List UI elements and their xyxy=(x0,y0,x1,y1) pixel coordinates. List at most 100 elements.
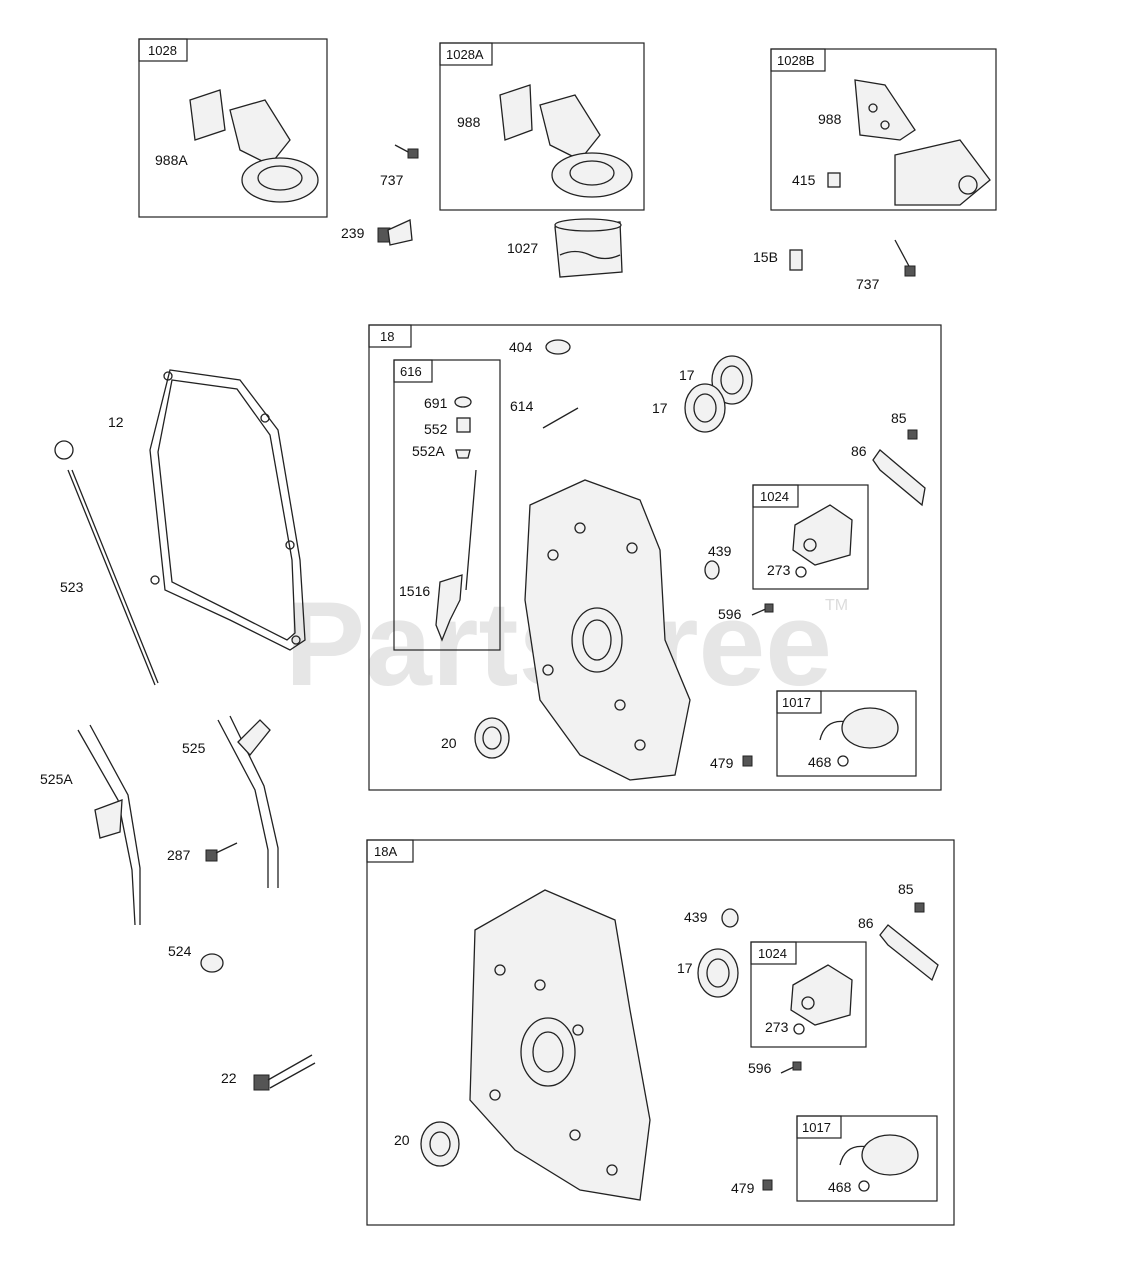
oil-pickup-part-18a xyxy=(839,1134,919,1176)
dipstick-523 xyxy=(54,440,159,686)
bolt-737 xyxy=(394,144,419,159)
group-1028-tag: 1028 xyxy=(148,43,177,58)
group-1024-tag: 1024 xyxy=(760,489,789,504)
oil-pickup-part xyxy=(819,707,899,749)
oil-pressure-sensor-239 xyxy=(377,219,413,246)
bolt-287 xyxy=(205,842,238,862)
label-988-a: 988 xyxy=(457,114,481,130)
group-1024[interactable]: 1024 xyxy=(752,484,869,590)
seal-404 xyxy=(545,339,571,355)
oil-pump-part-18a xyxy=(790,964,853,1026)
label-15b: 15B xyxy=(753,249,778,265)
bearing-17-bottom xyxy=(684,383,726,433)
group-1028a[interactable]: 1028A xyxy=(439,42,645,211)
oil-filter-adapter-part xyxy=(189,89,319,203)
label-737-second: 737 xyxy=(856,276,880,292)
label-86: 86 xyxy=(851,443,867,459)
governor-shaft xyxy=(465,469,477,591)
label-17-top: 17 xyxy=(679,367,695,383)
label-614: 614 xyxy=(510,398,534,414)
plug-524 xyxy=(200,953,224,973)
label-525: 525 xyxy=(182,740,206,756)
part-15b xyxy=(789,249,803,271)
group-1028b-tag: 1028B xyxy=(777,53,815,68)
label-523: 523 xyxy=(60,579,84,595)
screw-479 xyxy=(742,755,753,767)
crankcase-gasket-12 xyxy=(149,369,306,651)
washer-439-18a xyxy=(721,908,739,928)
label-404: 404 xyxy=(509,339,533,355)
group-1028b[interactable]: 1028B xyxy=(770,48,997,211)
label-12: 12 xyxy=(108,414,124,430)
label-479: 479 xyxy=(710,755,734,771)
label-86-18a: 86 xyxy=(858,915,874,931)
group-616[interactable]: 616 xyxy=(393,359,501,651)
screw-85-18a xyxy=(914,902,925,913)
label-17-18a: 17 xyxy=(677,960,693,976)
label-85-18a: 85 xyxy=(898,881,914,897)
oil-filter-adapter-part xyxy=(499,84,633,198)
label-22: 22 xyxy=(221,1070,237,1086)
group-1017-tag: 1017 xyxy=(782,695,811,710)
label-20: 20 xyxy=(441,735,457,751)
bearing-17-18a xyxy=(697,948,739,998)
o-ring-273-18a xyxy=(793,1023,805,1035)
label-525a: 525A xyxy=(40,771,73,787)
label-552: 552 xyxy=(424,421,448,437)
group-1028a-tag: 1028A xyxy=(446,47,484,62)
screw-596-18a xyxy=(780,1061,802,1074)
dipstick-tube-525a xyxy=(77,724,141,926)
group-1028[interactable]: 1028 xyxy=(138,38,328,218)
group-18a-tag: 18A xyxy=(374,844,397,859)
group-616-tag: 616 xyxy=(400,364,422,379)
label-691: 691 xyxy=(424,395,448,411)
label-273: 273 xyxy=(767,562,791,578)
screw-85 xyxy=(907,429,918,440)
o-ring-468-18a xyxy=(858,1180,870,1192)
crankcase-cover-18a xyxy=(469,889,651,1201)
group-1017[interactable]: 1017 xyxy=(776,690,917,777)
label-439-18a: 439 xyxy=(684,909,708,925)
o-ring-273 xyxy=(795,566,807,578)
seal-20-18a xyxy=(420,1121,460,1167)
pin-614 xyxy=(542,407,579,429)
mounting-bracket-part xyxy=(827,79,991,206)
label-1516: 1516 xyxy=(399,583,430,599)
dipstick-tube-525 xyxy=(217,715,279,888)
cover-86 xyxy=(872,449,926,507)
bearing-17-top xyxy=(711,355,753,405)
o-ring-468 xyxy=(837,755,849,767)
screw-596 xyxy=(751,603,774,616)
oil-pump-part xyxy=(792,504,853,566)
sleeve-552 xyxy=(456,417,471,433)
label-479-18a: 479 xyxy=(731,1180,755,1196)
oil-filter-1027 xyxy=(554,218,623,278)
label-1027: 1027 xyxy=(507,240,538,256)
group-18a[interactable]: 18A 439 17 85 86 1024 xyxy=(366,839,955,1226)
label-988-b: 988 xyxy=(818,111,842,127)
label-85: 85 xyxy=(891,410,907,426)
label-524: 524 xyxy=(168,943,192,959)
bolt-737-second xyxy=(894,239,916,277)
group-1017-18a[interactable]: 1017 xyxy=(796,1115,938,1202)
label-468: 468 xyxy=(808,754,832,770)
label-17-bottom: 17 xyxy=(652,400,668,416)
cap-552a xyxy=(455,449,471,459)
label-596-18a: 596 xyxy=(748,1060,772,1076)
group-18[interactable]: 18 616 691 552 552A 1516 404 614 17 17 xyxy=(368,324,942,791)
group-1024-18a[interactable]: 1024 xyxy=(750,941,867,1048)
bolt-22 xyxy=(253,1054,316,1091)
washer-439 xyxy=(704,560,720,580)
label-287: 287 xyxy=(167,847,191,863)
label-988a: 988A xyxy=(155,152,188,168)
label-596: 596 xyxy=(718,606,742,622)
group-1017-18a-tag: 1017 xyxy=(802,1120,831,1135)
trademark-mark: TM xyxy=(825,597,848,614)
crankcase-cover-18 xyxy=(524,479,691,781)
seal-20 xyxy=(474,717,510,759)
label-273-18a: 273 xyxy=(765,1019,789,1035)
label-737-top: 737 xyxy=(380,172,404,188)
washer-691 xyxy=(454,396,472,408)
cover-86-18a xyxy=(879,924,939,982)
